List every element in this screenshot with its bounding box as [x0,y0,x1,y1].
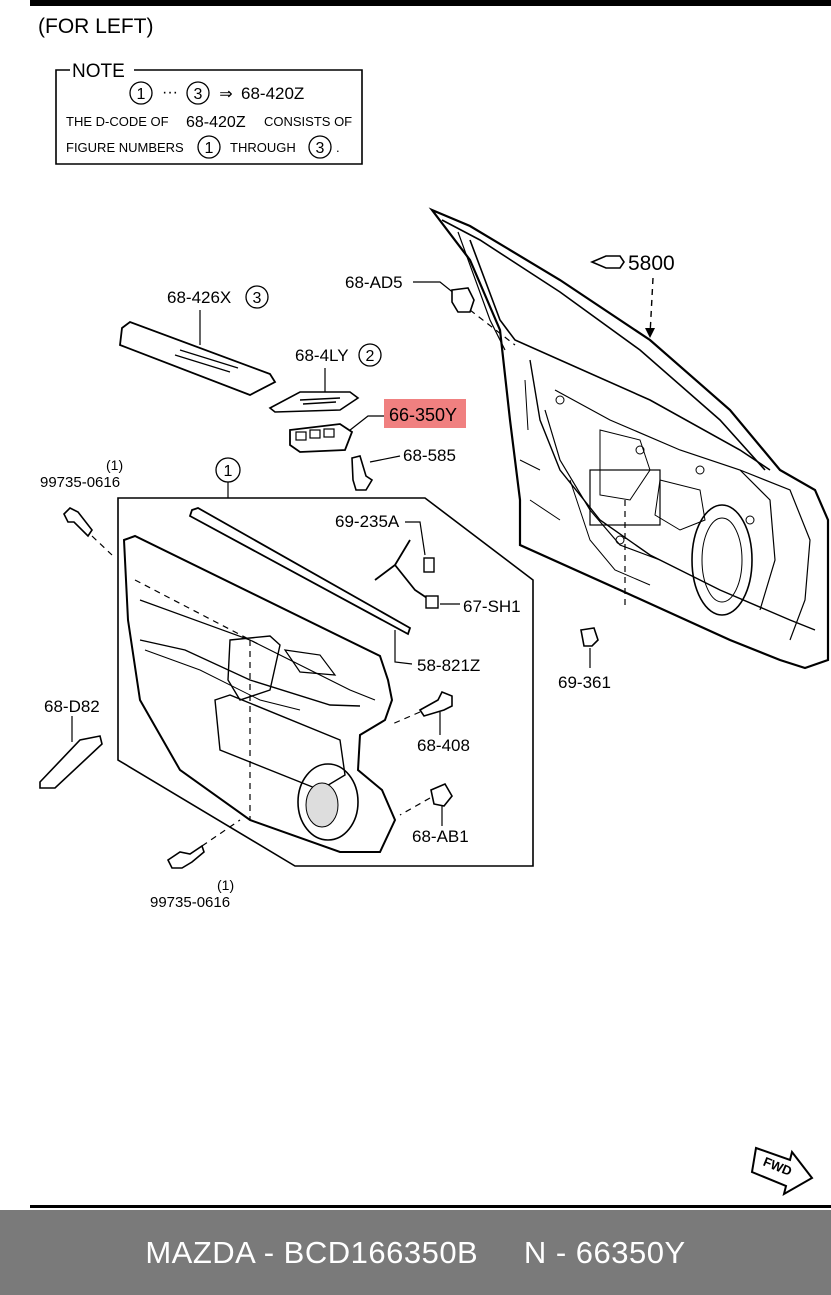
label-99735-bottom-qty: (1) [217,877,234,893]
note-line2-code: 68-420Z [186,114,246,131]
note-range-start: 1 [137,86,146,103]
screw-99735-top [63,507,93,538]
note-range-end: 3 [194,86,203,103]
label-68-408: 68-408 [417,736,470,755]
note-box: NOTE 1 ··· 3 ⇒ 68-420Z THE D-CODE OF 68-… [55,61,363,165]
fig-3-badge: 3 [253,290,262,307]
parts-diagram: (FOR LEFT) NOTE 1 ··· 3 ⇒ 68-420Z THE D-… [30,0,831,1208]
highlight-66-350y [384,399,466,428]
door-trim-panel [122,534,397,853]
note-line3-end: 3 [316,140,325,157]
label-5800: 5800 [628,252,675,275]
label-68-ad5: 68-AD5 [345,273,403,292]
clip-69-361 [580,627,599,647]
for-left-title: (FOR LEFT) [38,15,154,38]
power-window-switch [289,423,354,453]
trim-68-426x [119,320,277,396]
footer-part-number: N - 66350Y [523,1234,686,1270]
note-heading: NOTE [72,61,125,82]
screw-99735-bottom [166,844,205,869]
clip-68-ab1 [430,782,453,807]
note-line3-dot: . [336,140,340,155]
part-number-footer: MAZDA - BCD166350B N - 66350Y [0,1210,831,1295]
note-line3-prefix: FIGURE NUMBERS [66,140,184,155]
harness-69-235a [374,539,431,601]
fig-2-badge: 2 [366,348,375,365]
label-58-821z: 58-821Z [417,656,480,675]
label-99735-bottom: 99735-0616 [150,894,230,911]
trim-68-d82 [39,735,103,789]
screw-68-408 [418,690,453,717]
note-dcode: 68-420Z [241,84,304,103]
note-line2-prefix: THE D-CODE OF [66,114,169,129]
label-68-4ly: 68-4LY [295,346,349,365]
label-99735-top: 99735-0616 [40,474,120,491]
label-68-426x: 68-426X [167,288,231,307]
panel-group-frame [117,497,534,867]
note-line2-suffix: CONSISTS OF [264,114,352,129]
weatherstrip-58-821z [188,507,412,636]
label-66-350y: 66-350Y [389,405,457,425]
label-99735-top-qty: (1) [106,457,123,473]
top-rule [30,0,831,6]
label-69-361: 69-361 [558,673,611,692]
note-range-sep: ··· [162,84,178,101]
footer-spacer [478,1235,524,1271]
label-67-sh1: 67-SH1 [463,597,521,616]
note-line3-start: 1 [205,140,214,157]
bottom-rule [30,1205,831,1208]
note-arrow: ⇒ [219,86,232,103]
fwd-arrow-icon: FWD [750,1146,814,1197]
bezel-68-4ly [268,391,360,413]
screw-68-585 [351,455,374,491]
note-line3-mid: THROUGH [230,140,296,155]
label-68-ab1: 68-AB1 [412,827,469,846]
clip-68-ad5 [451,287,475,313]
label-panel-fig: 1 [224,463,233,480]
label-68-585: 68-585 [403,446,456,465]
pointing-hand-icon [589,255,625,269]
label-68-d82: 68-D82 [44,697,100,716]
footer-brand-part: MAZDA - BCD166350B [145,1234,479,1270]
label-69-235a: 69-235A [335,512,400,531]
